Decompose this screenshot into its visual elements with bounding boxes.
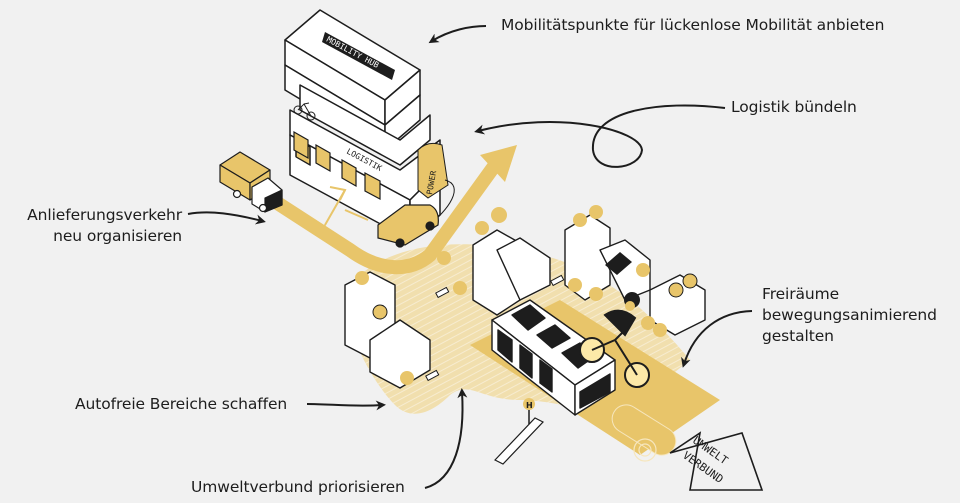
trees xyxy=(355,205,667,385)
tree-icon xyxy=(589,287,603,301)
bench-icon xyxy=(425,369,440,382)
label-environmental-alliance: Umweltverbund priorisieren xyxy=(191,478,405,496)
delivery-arrow xyxy=(187,211,266,225)
tree-icon xyxy=(491,207,507,223)
callout-arrows xyxy=(187,25,753,489)
central-buildings xyxy=(344,214,706,389)
cyclist-icon xyxy=(579,292,650,388)
tree-icon xyxy=(355,271,369,285)
electric-car-icon xyxy=(377,204,439,248)
arrow-sign-icon: UMWELT VERBUND xyxy=(669,431,764,491)
delivery-road xyxy=(261,160,501,275)
tree-icon xyxy=(400,371,414,385)
mobility-points-arrow xyxy=(428,25,487,44)
solar-panel-icon xyxy=(536,324,571,349)
parasol-icon xyxy=(668,282,684,298)
label-delivery-line-1: Anlieferungsverkehr xyxy=(27,206,182,224)
tree-icon xyxy=(641,316,655,330)
benches xyxy=(425,274,565,382)
solar-panel-icon xyxy=(511,304,546,331)
power-sign-text: POWER xyxy=(425,170,438,195)
tree-icon xyxy=(453,281,467,295)
open-spaces-arrow xyxy=(681,310,753,368)
tree-icon xyxy=(636,263,650,277)
charging-station-icon: POWER xyxy=(417,142,455,229)
label-delivery: Anlieferungsverkehr neu organisieren xyxy=(14,205,182,247)
tree-icon xyxy=(589,205,603,219)
logistics-arrow xyxy=(474,104,726,168)
bench-icon xyxy=(550,274,565,287)
tree-icon xyxy=(568,278,582,292)
bench-icon xyxy=(435,286,450,299)
parasol-icon xyxy=(682,273,698,289)
environmental-alliance-arrow xyxy=(424,388,468,489)
road-arrowhead xyxy=(480,145,517,182)
bus-icon xyxy=(491,299,616,416)
label-open-spaces-line-1: Freiräume xyxy=(762,285,840,303)
mobility-hub-building xyxy=(284,9,441,241)
bus-stop-icon: H xyxy=(494,398,544,465)
tree-icon xyxy=(573,213,587,227)
car-free-arrow xyxy=(306,400,386,411)
parasol-icon xyxy=(372,304,388,320)
solar-panel-icon xyxy=(605,252,632,275)
tree-icon xyxy=(475,221,489,235)
tree-icon xyxy=(437,251,451,265)
label-mobility-points: Mobilitätspunkte für lückenlose Mobilitä… xyxy=(501,16,885,34)
logistics-flow-arrows xyxy=(321,186,369,233)
bus-stop-sign-text: H xyxy=(526,401,533,410)
label-open-spaces-line-3: gestalten xyxy=(762,327,834,345)
rolled-carpet-icon xyxy=(611,404,677,456)
label-open-spaces-line-2: bewegungsanimierend xyxy=(762,306,937,324)
label-open-spaces: Freiräume bewegungsanimierend gestalten xyxy=(762,284,937,347)
label-car-free: Autofreie Bereiche schaffen xyxy=(75,395,288,413)
logistics-gates xyxy=(293,130,381,200)
bicycle-icon xyxy=(293,102,316,121)
tree-icon xyxy=(653,323,667,337)
label-delivery-line-2: neu organisieren xyxy=(53,227,182,245)
label-logistics: Logistik bündeln xyxy=(731,98,857,116)
parasols xyxy=(372,273,698,320)
delivery-truck-icon xyxy=(219,151,283,213)
